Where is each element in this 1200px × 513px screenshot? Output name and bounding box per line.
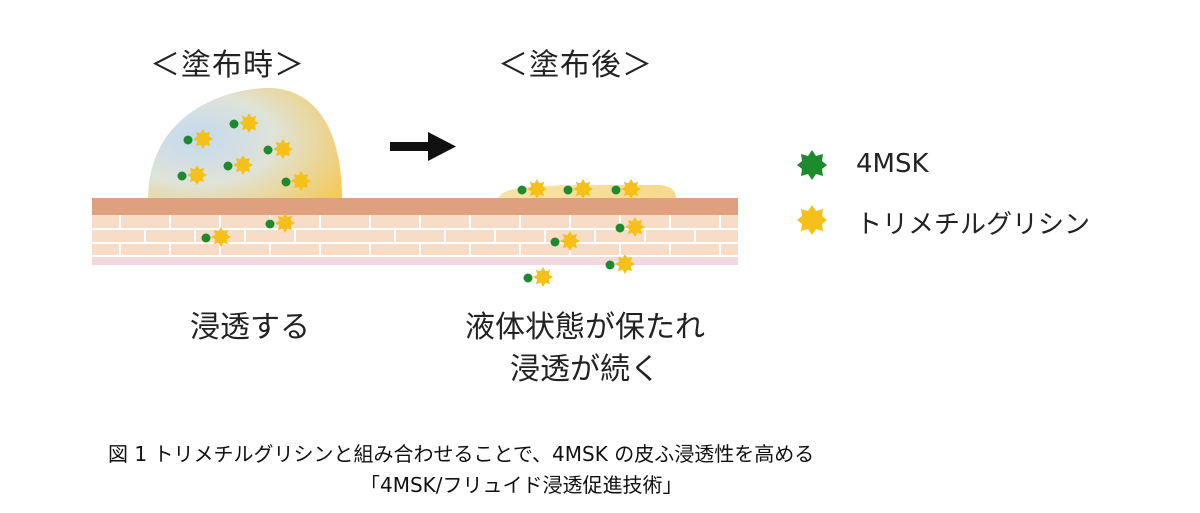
molecule-pair — [611, 179, 641, 199]
trimethylglycine-molecule — [273, 139, 293, 159]
trimethylglycine-molecule — [211, 227, 231, 247]
molecule-pair — [615, 217, 645, 237]
figure-caption-line1: 図 1 トリメチルグリシンと組み合わせることで、4MSK の皮ふ浸透性を高める — [108, 442, 815, 466]
applied-droplet — [148, 88, 342, 200]
molecule-pair — [281, 171, 311, 191]
4msk-molecule — [183, 135, 193, 145]
trimethylglycine-molecule — [233, 155, 253, 175]
4msk-molecule — [550, 237, 560, 247]
4msk-molecule — [263, 145, 273, 155]
4msk-molecule — [605, 260, 615, 270]
molecule-pair — [223, 155, 253, 175]
molecule-pair — [605, 254, 635, 274]
yellow-star-icon — [797, 205, 827, 235]
trimethylglycine-molecule — [533, 267, 553, 287]
legend-label-4msk: 4MSK — [856, 149, 929, 179]
trimethylglycine-molecule — [560, 231, 580, 251]
molecule-pair — [201, 227, 231, 247]
molecule-pair — [550, 231, 580, 251]
4msk-molecule — [177, 171, 187, 181]
trimethylglycine-molecule — [239, 113, 259, 133]
4msk-molecule — [281, 177, 291, 187]
trimethylglycine-molecule — [527, 179, 547, 199]
green-star-icon — [797, 150, 827, 180]
4msk-molecule — [563, 185, 573, 195]
molecule-pairs — [177, 113, 645, 287]
caption-left: 浸透する — [190, 310, 310, 345]
molecule-pair — [263, 139, 293, 159]
trimethylglycine-molecule — [275, 213, 295, 233]
4msk-molecule — [523, 273, 533, 283]
trimethylglycine-molecule — [291, 171, 311, 191]
skin-layer-right — [353, 198, 738, 265]
molecule-pair — [517, 179, 547, 199]
molecule-pair — [183, 129, 213, 149]
trimethylglycine-molecule — [573, 179, 593, 199]
molecule-pair — [523, 267, 553, 287]
4msk-molecule — [265, 219, 275, 229]
trimethylglycine-molecule — [187, 165, 207, 185]
4msk-molecule — [201, 233, 211, 243]
molecule-pair — [177, 165, 207, 185]
trimethylglycine-molecule — [615, 254, 635, 274]
molecule-pair — [229, 113, 259, 133]
4msk-molecule — [611, 185, 621, 195]
caption-right-line1: 液体状態が保たれ — [465, 310, 705, 345]
4msk-molecule — [229, 119, 239, 129]
figure-caption-line2: 「4MSK/フリュイド浸透促進技術」 — [360, 473, 683, 497]
4msk-molecule — [517, 185, 527, 195]
trimethylglycine-molecule — [193, 129, 213, 149]
trimethylglycine-molecule — [621, 179, 641, 199]
molecule-pair — [563, 179, 593, 199]
legend-label-trimethylglycine: トリメチルグリシン — [856, 210, 1091, 240]
trimethylglycine-molecule — [625, 217, 645, 237]
4msk-molecule — [615, 223, 625, 233]
heading-during-application: ＜塗布時＞ — [150, 48, 305, 83]
heading-after-application: ＜塗布後＞ — [498, 48, 653, 83]
caption-right-line2: 浸透が続く — [510, 352, 660, 387]
molecule-pair — [265, 213, 295, 233]
4msk-molecule — [223, 161, 233, 171]
arrow-right-icon — [390, 132, 456, 161]
